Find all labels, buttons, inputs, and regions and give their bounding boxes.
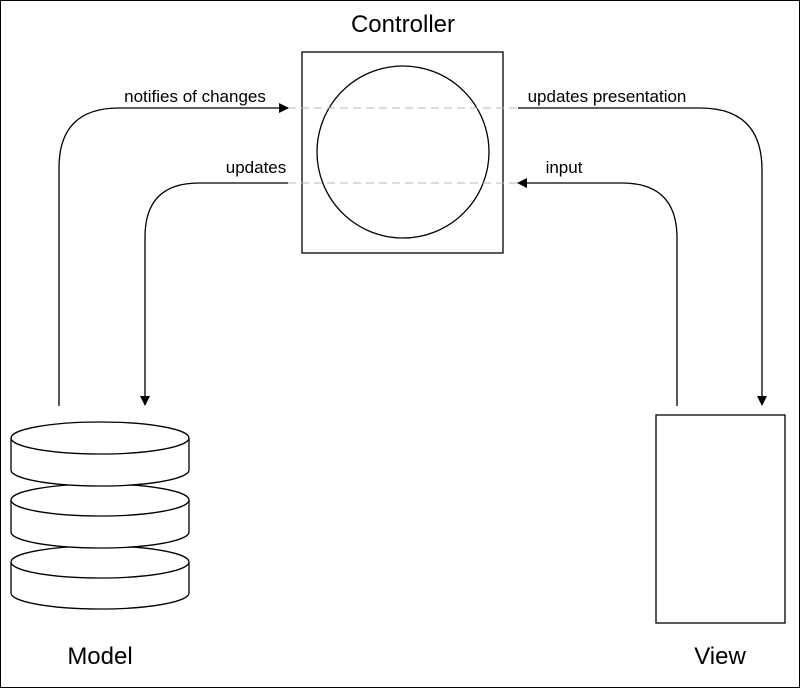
view-label: View [694,643,746,670]
updates-presentation-label: updates presentation [528,87,687,106]
updates-model-label: updates [226,158,287,177]
updates-presentation-arrow [518,107,767,406]
view-box [655,414,786,624]
input-label: input [546,158,583,177]
model-database-icon [10,421,190,610]
controller-circle [316,65,490,239]
controller-box [301,51,504,254]
model-disk-middle-top [10,483,190,517]
updates-model-arrow [140,182,288,406]
controller-label: Controller [351,11,455,38]
input-arrow [517,178,678,406]
notifies-of-changes-label: notifies of changes [124,87,266,106]
model-disk-top-top [10,421,190,455]
model-disk-bottom-top [10,545,190,579]
notifies-of-changes-arrow [58,103,289,406]
model-label: Model [67,643,132,670]
